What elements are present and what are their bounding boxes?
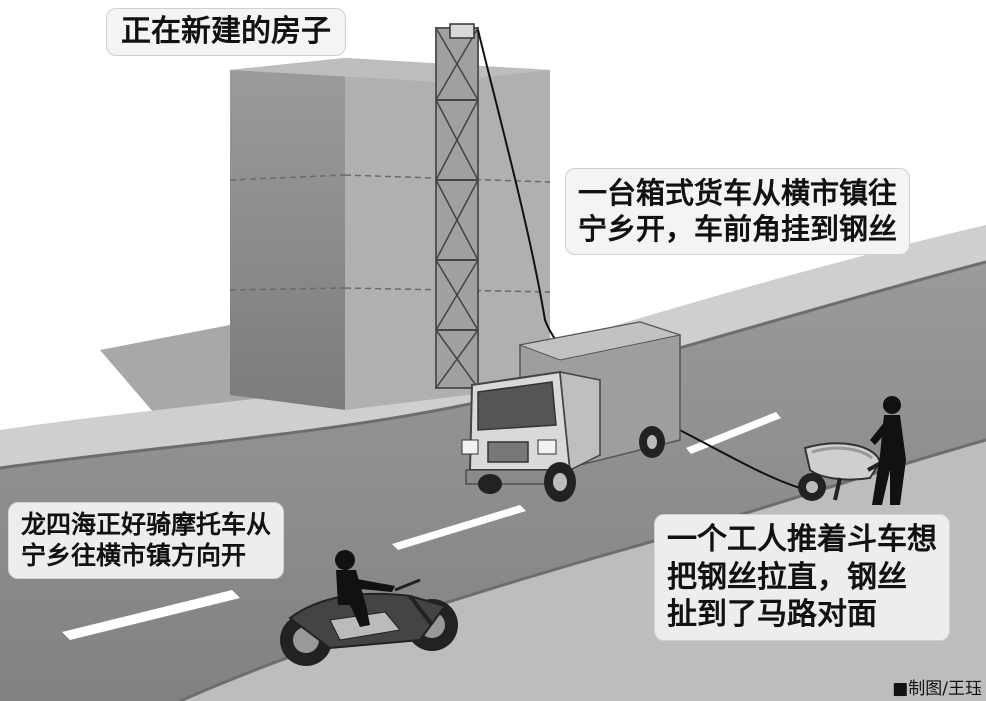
- truck-label: 一台箱式货车从横市镇往 宁乡开，车前角挂到钢丝: [565, 168, 911, 255]
- truck-label-line: 宁乡开，车前角挂到钢丝: [578, 212, 898, 247]
- truck: [461, 321, 682, 502]
- far-sidewalk: [0, 225, 986, 468]
- rider-label: 龙四海正好骑摩托车从 宁乡往横市镇方向开: [8, 502, 285, 579]
- credit-text: ■制图/王珏: [892, 679, 982, 699]
- worker-label: 一个工人推着斗车想 把钢丝拉直，钢丝 扯到了马路对面: [654, 514, 950, 641]
- rider-label-line: 龙四海正好骑摩托车从: [21, 510, 272, 539]
- worker-label-line: 把钢丝拉直，钢丝: [667, 559, 907, 595]
- building: [229, 58, 551, 410]
- worker-label-line: 扯到了马路对面: [667, 597, 877, 632]
- motorcycle-rider: [280, 550, 458, 666]
- lane-marking: [686, 412, 781, 454]
- worker-label-line: 一个工人推着斗车想: [667, 522, 937, 557]
- house-label: 正在新建的房子: [106, 8, 346, 56]
- lane-marking: [62, 590, 240, 640]
- scaffold-tower: [435, 23, 479, 389]
- lane-marking: [392, 505, 526, 550]
- truck-label-line: 一台箱式货车从横市镇往: [578, 176, 898, 210]
- rider-label-line: 宁乡往横市镇方向开: [21, 541, 247, 571]
- worker-with-wheelbarrow: [798, 396, 906, 505]
